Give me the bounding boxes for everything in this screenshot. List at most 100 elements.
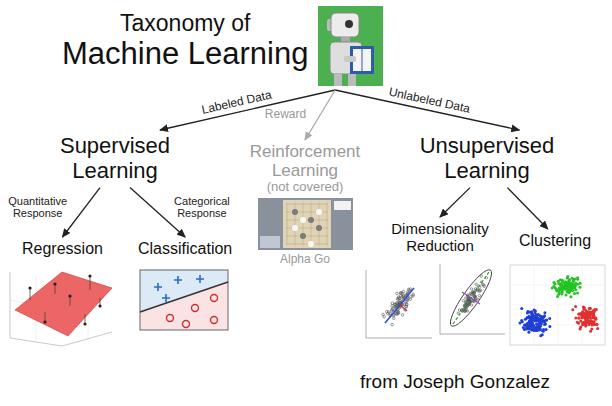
cluster-point bbox=[525, 323, 528, 326]
data-point bbox=[482, 284, 484, 286]
cluster-point bbox=[579, 313, 582, 316]
cluster-point bbox=[568, 279, 571, 282]
title-node: Taxonomy ofMachine Learning bbox=[62, 6, 383, 86]
cluster-point bbox=[579, 327, 582, 330]
cluster-point bbox=[569, 295, 572, 298]
method-node: Classification bbox=[138, 240, 232, 258]
cluster-point bbox=[527, 316, 530, 319]
method-node: Clustering bbox=[519, 232, 591, 250]
data-point bbox=[470, 288, 472, 290]
cluster-point bbox=[574, 282, 577, 285]
cluster-point bbox=[582, 306, 585, 309]
cluster-point bbox=[531, 317, 534, 320]
cluster-point bbox=[525, 327, 528, 330]
cluster-point bbox=[588, 314, 591, 317]
cluster-point bbox=[568, 278, 571, 281]
cluster-point bbox=[520, 307, 523, 310]
cluster-point bbox=[548, 325, 551, 328]
cluster-point bbox=[560, 293, 563, 296]
cluster-point bbox=[578, 286, 581, 289]
robot-icon bbox=[318, 6, 383, 86]
cluster-point bbox=[555, 289, 558, 292]
data-point bbox=[394, 303, 397, 306]
title-text-block: Taxonomy ofMachine Learning bbox=[62, 6, 308, 72]
data-point bbox=[397, 311, 400, 314]
edge-label: Quantitative Response bbox=[6, 195, 69, 219]
cluster-point bbox=[566, 282, 569, 285]
node-subtext: Machine Learning bbox=[62, 36, 308, 72]
cluster-point bbox=[558, 287, 561, 290]
category-node: Supervised Learning bbox=[40, 133, 190, 184]
cluster-point bbox=[557, 282, 560, 285]
cluster-point bbox=[564, 286, 567, 289]
cluster-point bbox=[566, 275, 569, 278]
data-point bbox=[467, 304, 469, 306]
cluster-point bbox=[541, 333, 544, 336]
cluster-point bbox=[585, 314, 588, 317]
cluster-point bbox=[591, 321, 594, 324]
cluster-point bbox=[543, 311, 546, 314]
cluster-point bbox=[540, 322, 543, 325]
cluster-point bbox=[553, 281, 556, 284]
cluster-point bbox=[526, 312, 529, 315]
data-point bbox=[402, 290, 405, 293]
cluster-point bbox=[586, 311, 589, 314]
edge-label: Categorical Response bbox=[172, 195, 232, 219]
cluster-point bbox=[589, 307, 592, 310]
cluster-point bbox=[576, 292, 579, 295]
data-point bbox=[401, 314, 404, 317]
cluster-point bbox=[542, 330, 545, 333]
cluster-point bbox=[537, 323, 540, 326]
node-heading: Regression bbox=[22, 240, 103, 258]
cluster-point bbox=[548, 317, 551, 320]
data-point bbox=[407, 291, 410, 294]
method-node: Regression bbox=[22, 240, 103, 258]
data-point bbox=[394, 303, 397, 306]
cluster-point bbox=[584, 325, 587, 328]
cluster-point bbox=[527, 331, 530, 334]
data-point bbox=[409, 298, 412, 301]
cluster-point bbox=[588, 307, 591, 310]
data-point bbox=[474, 297, 476, 299]
data-point bbox=[396, 298, 399, 301]
cluster-point bbox=[592, 310, 595, 313]
cluster-point bbox=[531, 318, 534, 321]
cluster-point bbox=[591, 321, 594, 324]
image-caption: Alpha Go bbox=[278, 253, 332, 266]
cluster-point bbox=[568, 291, 571, 294]
data-point bbox=[457, 312, 459, 314]
data-point bbox=[480, 289, 482, 291]
cluster-point bbox=[544, 323, 547, 326]
cluster-point bbox=[537, 320, 540, 323]
classification-plot bbox=[140, 270, 228, 330]
cluster-point bbox=[570, 287, 573, 290]
method-node: Dimensionality Reduction bbox=[382, 220, 498, 255]
data-point bbox=[482, 284, 484, 286]
data-point bbox=[383, 316, 386, 319]
cluster-point bbox=[573, 278, 576, 281]
cluster-point bbox=[531, 313, 534, 316]
cluster-point bbox=[584, 320, 587, 323]
cluster-point bbox=[565, 281, 568, 284]
data-point bbox=[391, 323, 394, 326]
cluster-point bbox=[520, 319, 523, 322]
clustering-plot bbox=[510, 265, 605, 345]
cluster-point bbox=[556, 290, 559, 293]
cluster-point bbox=[574, 305, 577, 308]
cluster-point bbox=[574, 282, 577, 285]
cluster-point bbox=[589, 330, 592, 333]
category-node: Unsupervised Learning bbox=[402, 133, 572, 184]
cluster-point bbox=[522, 326, 525, 329]
arrow-connector bbox=[440, 188, 470, 217]
data-point bbox=[405, 305, 408, 308]
data-point bbox=[474, 295, 476, 297]
cluster-point bbox=[543, 314, 546, 317]
arrow-connector bbox=[507, 188, 547, 229]
cluster-point bbox=[545, 319, 548, 322]
cluster-point bbox=[596, 327, 599, 330]
data-point bbox=[412, 293, 415, 296]
manifold-plot bbox=[440, 264, 505, 334]
cluster-point bbox=[567, 291, 570, 294]
data-point bbox=[391, 308, 394, 311]
data-point bbox=[399, 292, 402, 295]
